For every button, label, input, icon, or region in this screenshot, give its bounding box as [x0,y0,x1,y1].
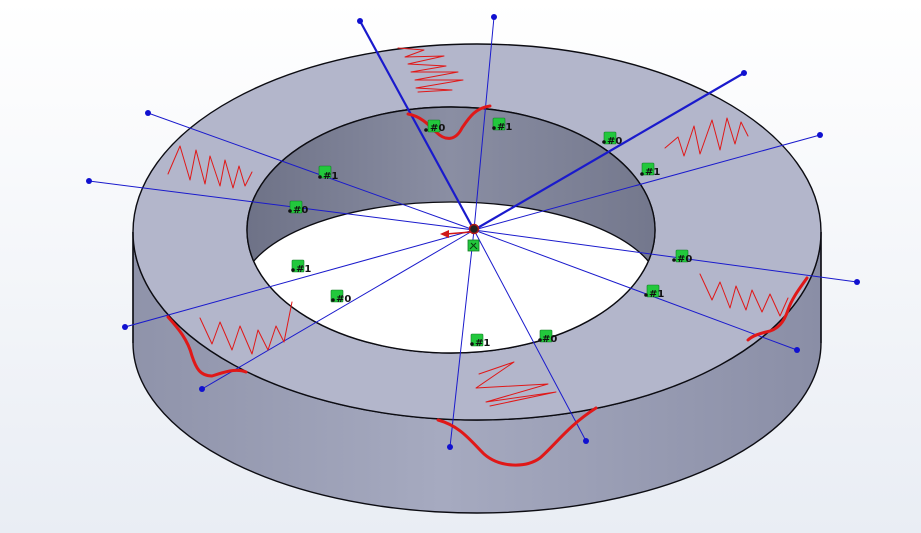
zigzag-sketch-curve[interactable] [699,273,789,317]
marker-label: #1 [475,338,490,349]
relation-marker[interactable]: #0 [330,289,351,305]
zigzag-sketch-curve[interactable] [475,361,557,407]
construction-line[interactable] [88,180,475,231]
relation-marker[interactable]: #0 [602,131,622,147]
ring-body [132,43,822,514]
construction-line[interactable] [473,134,821,231]
zigzag-sketch-curve[interactable] [199,301,293,355]
vertex-point[interactable] [583,438,589,444]
vertex-point[interactable] [491,14,497,20]
fix-glyph-icon [469,242,478,250]
relation-marker[interactable]: #1 [470,333,490,349]
vertex-point[interactable] [357,18,363,24]
relation-marker[interactable]: #1 [644,284,664,300]
zigzag-sketch-curve[interactable] [664,117,749,157]
x-axis-arrow-icon [445,231,472,235]
marker-label: #1 [296,264,311,275]
relation-marker[interactable]: #1 [492,117,512,133]
zigzag-sketch-curve[interactable] [397,47,464,93]
construction-line[interactable] [449,229,475,448]
vertex-point[interactable] [854,279,860,285]
vertex-point[interactable] [794,347,800,353]
vertex-point[interactable] [145,110,151,116]
relation-markers: #0 #1 #0 #1 #0 #1 #0 [288,117,692,349]
vertex-point[interactable] [741,70,747,76]
origin-triad[interactable] [440,223,480,252]
relation-marker[interactable]: #1 [291,259,311,275]
vertex-point[interactable] [447,444,453,450]
construction-line[interactable] [201,229,475,390]
origin-point-icon [468,223,480,235]
construction-line[interactable] [124,229,475,328]
relation-marker[interactable]: #1 [318,165,338,182]
profile-sketch-curve[interactable] [166,315,248,378]
zigzag-sketch-curve[interactable] [167,145,253,189]
construction-line[interactable] [473,229,858,283]
construction-line[interactable] [473,72,745,231]
relation-marker[interactable]: #0 [288,200,308,216]
construction-line[interactable] [473,229,798,351]
marker-label: #0 [542,334,557,345]
marker-label: #1 [323,171,338,182]
vertex-point[interactable] [122,324,128,330]
marker-label: #0 [607,136,622,147]
marker-label: #1 [649,289,664,300]
relation-marker[interactable]: #0 [538,329,557,345]
inner-top-edge [246,106,656,354]
relation-marker[interactable]: #1 [640,162,660,178]
vertex-points [86,14,860,450]
profile-sketch-curve[interactable] [436,406,598,467]
relation-marker[interactable]: #0 [672,249,692,265]
sketch-curves [166,47,809,467]
vertex-point[interactable] [199,386,205,392]
marker-label: #0 [677,254,692,265]
marker-label: #0 [336,294,351,305]
vertex-point[interactable] [86,178,92,184]
marker-label: #1 [645,167,660,178]
construction-lines [88,16,858,448]
construction-line[interactable] [473,16,495,231]
marker-label: #0 [430,123,445,134]
relation-marker[interactable]: #0 [424,119,445,134]
construction-line[interactable] [359,20,475,231]
marker-label: #1 [497,122,512,133]
x-axis-arrowhead-icon [440,230,449,238]
vertex-point[interactable] [817,132,823,138]
profile-sketch-curve[interactable] [406,104,492,140]
construction-line[interactable] [147,112,475,231]
profile-sketch-curve[interactable] [746,276,809,342]
marker-label: #0 [293,205,308,216]
construction-line[interactable] [473,229,587,442]
